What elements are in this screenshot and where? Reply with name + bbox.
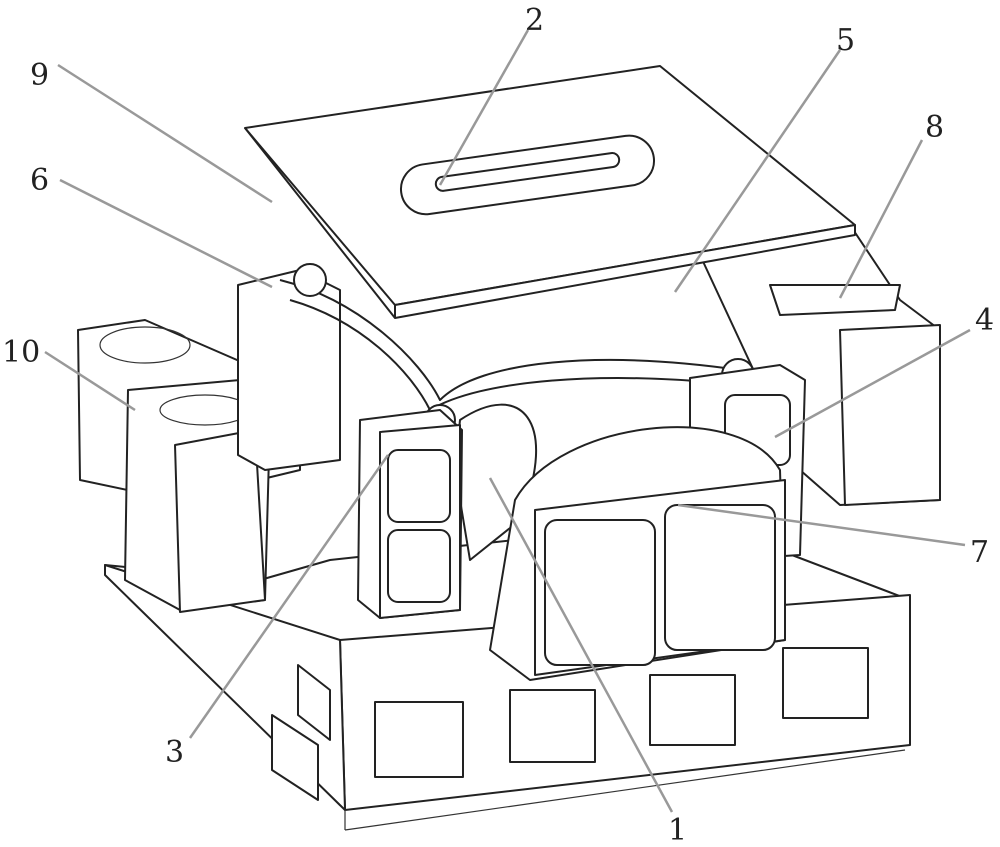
label-9: 9 <box>30 58 49 93</box>
top-plate-2 <box>244 65 856 319</box>
label-7: 7 <box>970 535 989 570</box>
label-2: 2 <box>525 3 544 38</box>
label-5: 5 <box>836 23 855 58</box>
leader-8 <box>838 139 924 299</box>
leader-7 <box>677 503 966 547</box>
leader-4 <box>774 328 971 439</box>
column-7 <box>489 426 786 681</box>
pillar-6 <box>237 269 341 471</box>
leader-2 <box>438 29 530 186</box>
label-3: 3 <box>165 735 184 770</box>
column-3 <box>357 409 463 619</box>
leader-5 <box>673 49 842 293</box>
label-6: 6 <box>30 163 49 198</box>
leader-3 <box>188 454 390 739</box>
reference-numerals: 2 5 9 8 6 4 10 7 3 1 <box>2 3 994 847</box>
right-support-8 <box>699 224 941 506</box>
label-1: 1 <box>668 813 687 847</box>
label-8: 8 <box>925 110 944 145</box>
leader-10 <box>44 350 136 412</box>
label-4: 4 <box>975 303 994 338</box>
leader-9 <box>57 63 273 204</box>
leader-1 <box>488 477 674 813</box>
label-10: 10 <box>2 335 40 370</box>
leader-lines <box>44 29 971 813</box>
leader-6 <box>59 178 273 289</box>
